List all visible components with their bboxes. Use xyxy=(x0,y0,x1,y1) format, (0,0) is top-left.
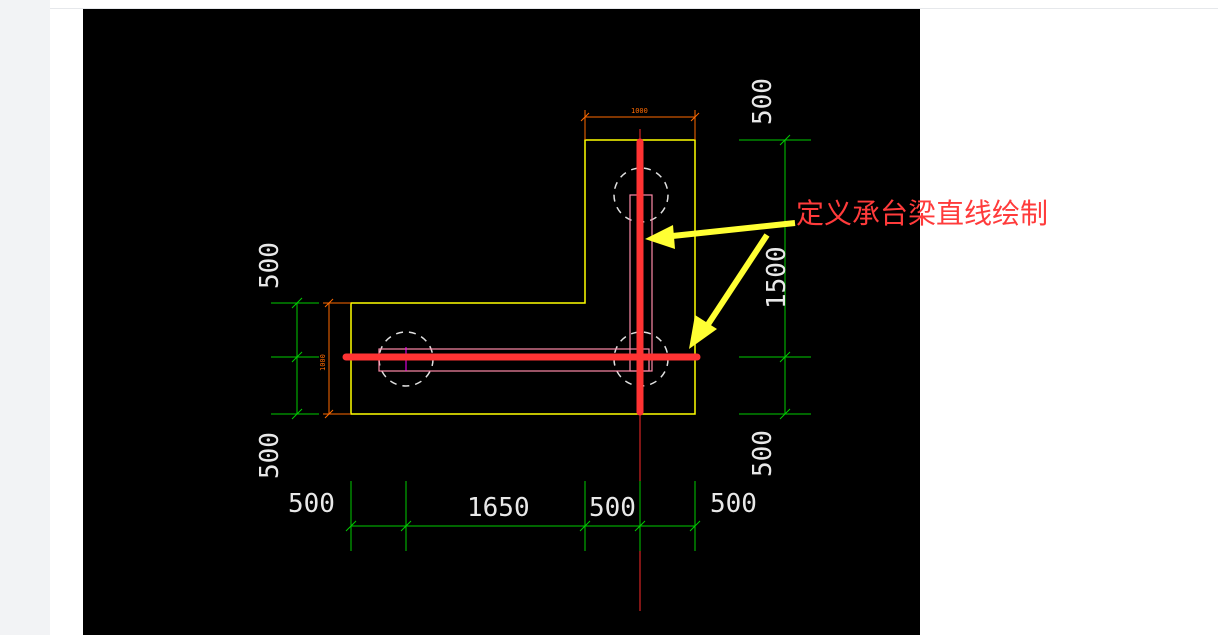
bottom-dimension-label-1: 500 xyxy=(288,489,335,519)
right-dimension-lines xyxy=(739,134,811,420)
right-bottom-dimension-label: 500 xyxy=(748,430,778,477)
top-dimension xyxy=(580,110,700,140)
bottom-dimension-label-2: 1650 xyxy=(467,493,530,523)
top-dimension-label: 1000 xyxy=(631,107,648,115)
bottom-dimension-label-3: 500 xyxy=(589,493,636,523)
left-small-dimension-label: 1000 xyxy=(319,354,327,371)
left-lower-dimension-label: 500 xyxy=(255,432,285,479)
right-top-dimension-label: 500 xyxy=(748,78,778,125)
left-upper-dimension-label: 500 xyxy=(255,242,285,289)
left-dimension-lines xyxy=(271,297,319,420)
left-small-dimension xyxy=(323,298,351,419)
bottom-dimension-label-4: 500 xyxy=(710,489,757,519)
annotation-arrow-upper xyxy=(645,220,796,249)
left-gutter xyxy=(0,0,50,635)
cad-drawing-canvas: 1000 1000 500 500 xyxy=(83,9,920,635)
annotation-label: 定义承台梁直线绘制 xyxy=(796,197,1049,230)
right-middle-dimension-label: 1500 xyxy=(762,246,792,309)
annotation-arrow-lower xyxy=(689,233,770,349)
cad-drawing: 1000 1000 500 500 xyxy=(255,78,811,611)
bottom-dimension-lines xyxy=(345,481,701,551)
top-divider xyxy=(50,8,1218,9)
